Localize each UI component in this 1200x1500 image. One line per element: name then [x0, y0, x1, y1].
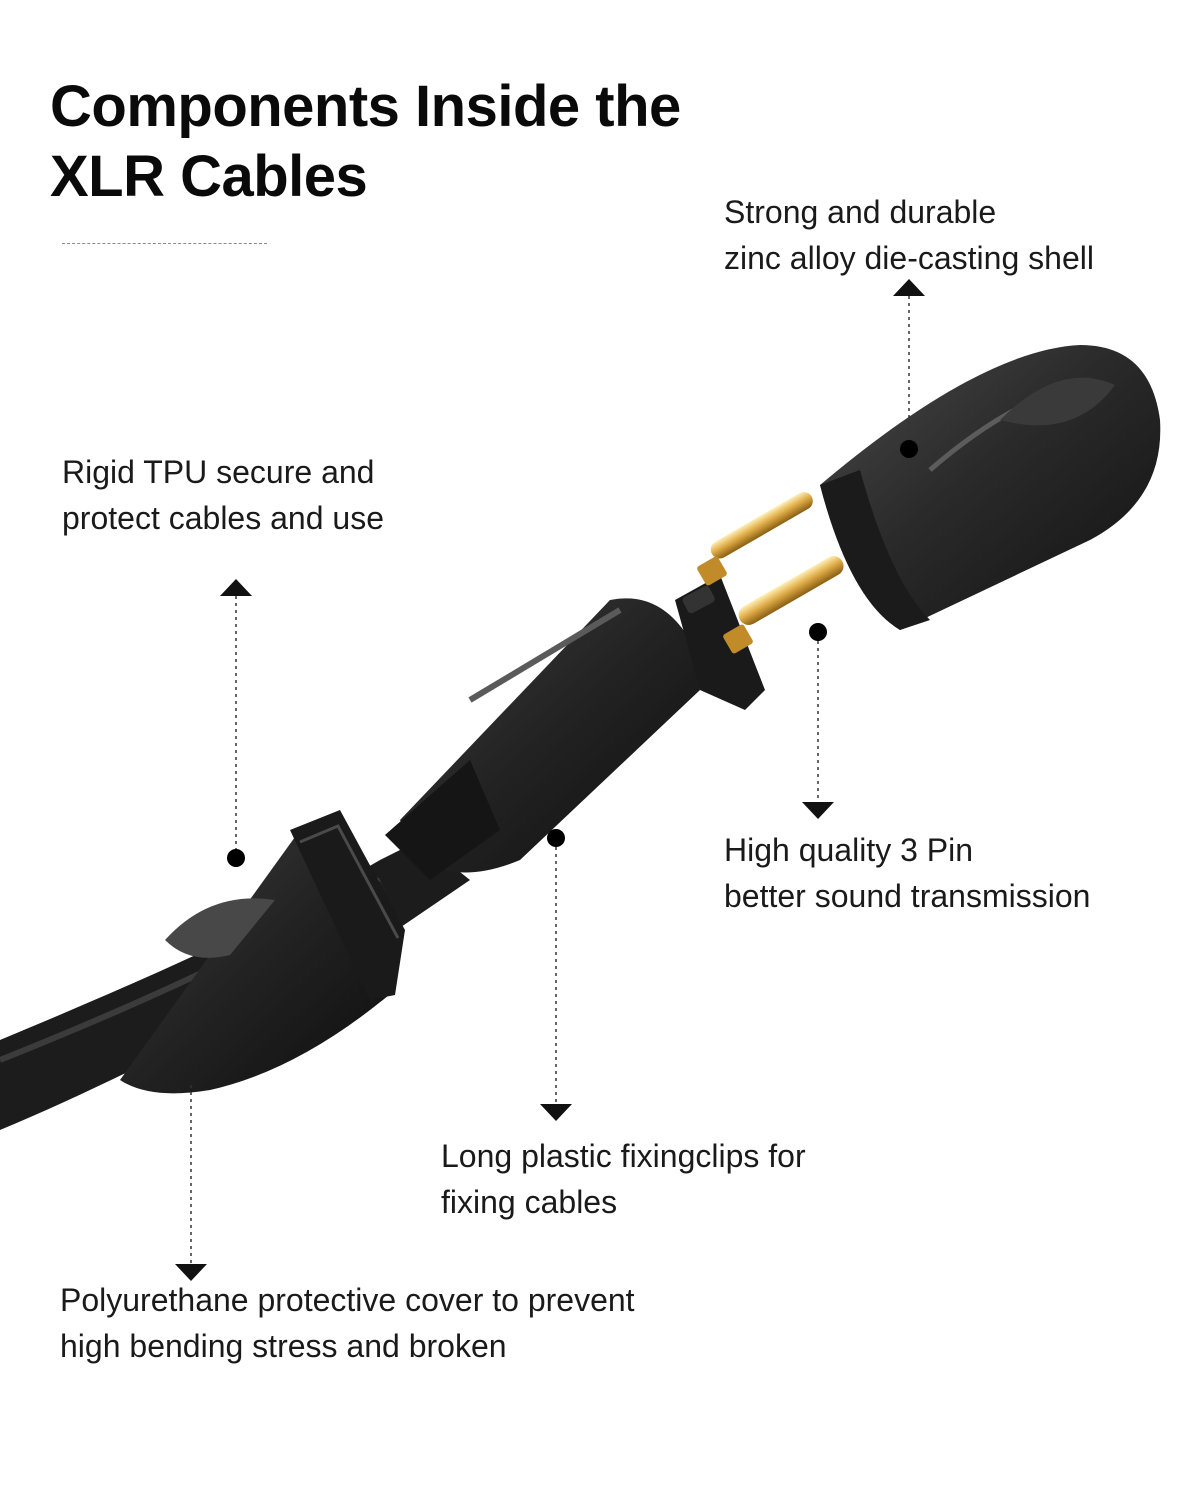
- arrow-up-icon: [893, 279, 925, 296]
- boot-ring: [290, 810, 405, 1000]
- fixing-clip-highlight: [468, 607, 622, 703]
- callout-shell: Strong and durable zinc alloy die-castin…: [724, 189, 1094, 281]
- boot-ring-groove: [299, 824, 400, 939]
- leader-lines: [190, 296, 910, 1264]
- gold-pin-bottom: [738, 556, 844, 625]
- arrow-down-icon: [540, 1104, 572, 1121]
- callout-pin-line-1: High quality 3 Pin: [724, 832, 974, 868]
- fixing-clip-tab: [385, 760, 500, 880]
- gold-pin-base-top: [697, 556, 727, 586]
- callout-pin: High quality 3 Pin better sound transmis…: [724, 827, 1090, 919]
- callout-shell-line-2: zinc alloy die-casting shell: [724, 240, 1094, 276]
- callout-cover: Polyurethane protective cover to prevent…: [60, 1277, 635, 1369]
- anchor-dot-clips: [547, 829, 565, 847]
- callout-tpu-line-1: Rigid TPU secure and: [62, 454, 375, 490]
- page-title: Components Inside the XLR Cables: [50, 72, 681, 211]
- boot-ridge: [165, 898, 275, 958]
- shell-front-face: [820, 470, 930, 630]
- callout-cover-line-2: high bending stress and broken: [60, 1328, 507, 1364]
- gold-pin-base-bottom: [723, 624, 753, 654]
- callout-tpu-line-2: protect cables and use: [62, 500, 384, 536]
- shell-notch: [1000, 377, 1115, 426]
- page-title-line-1: Components Inside the: [50, 74, 681, 139]
- anchor-dot-tpu: [227, 849, 245, 867]
- callout-shell-line-1: Strong and durable: [724, 194, 997, 230]
- page-title-line-2: XLR Cables: [50, 143, 368, 209]
- arrow-down-icon: [175, 1264, 207, 1281]
- pin-insert-ring: [682, 586, 715, 614]
- gold-pin-top: [710, 492, 813, 559]
- title-divider: [62, 243, 267, 244]
- callout-pin-line-2: better sound transmission: [724, 878, 1091, 914]
- callout-cover-line-1: Polyurethane protective cover to prevent: [60, 1282, 635, 1318]
- anchor-dot-pin: [809, 623, 827, 641]
- callout-clips: Long plastic fixingclips for fixing cabl…: [441, 1133, 806, 1225]
- callout-tpu: Rigid TPU secure and protect cables and …: [62, 449, 384, 541]
- callout-clips-line-2: fixing cables: [441, 1184, 618, 1220]
- callout-clips-line-1: Long plastic fixingclips for: [441, 1138, 806, 1174]
- arrow-up-icon: [220, 579, 252, 596]
- anchor-dot-shell: [900, 440, 918, 458]
- arrow-down-icon: [802, 802, 834, 819]
